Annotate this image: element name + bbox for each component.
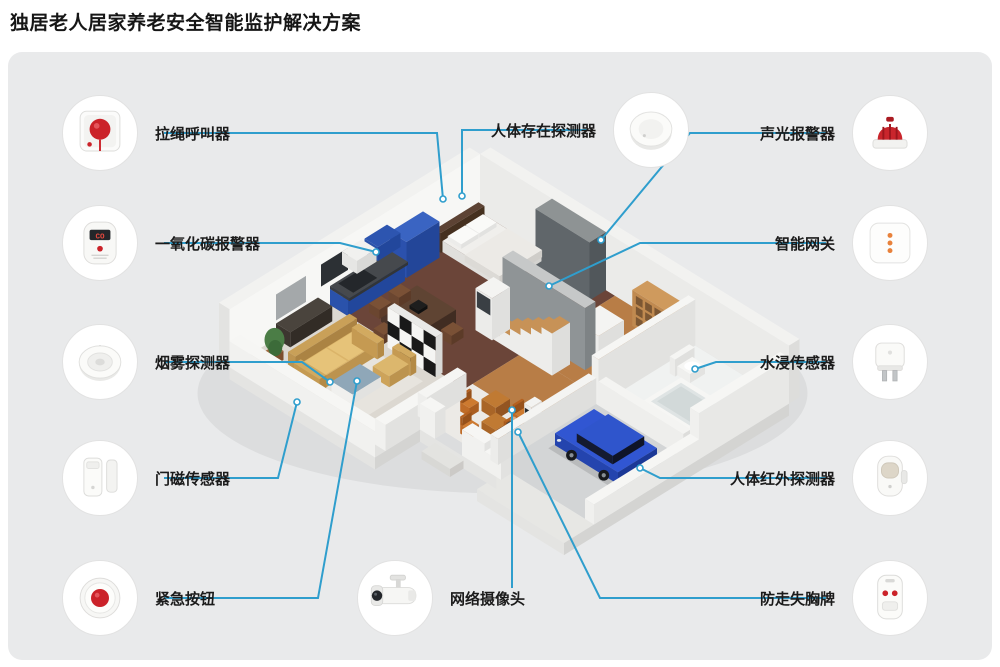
device-pir-detector: 人体红外探测器: [730, 440, 928, 516]
sound-light-alarm-icon: [872, 116, 908, 149]
device-smart-gateway: 智能网关: [775, 205, 928, 281]
device-label-anti-loss-badge: 防走失胸牌: [759, 590, 835, 608]
svg-text:CO: CO: [95, 233, 105, 241]
device-circle-smoke-detector: [62, 324, 138, 400]
device-label-pull-cord-caller: 拉绳呼叫器: [155, 125, 231, 143]
device-circle-smart-gateway: [852, 205, 928, 281]
device-label-sound-light-alarm: 声光报警器: [759, 125, 835, 143]
smart-gateway-icon: [869, 222, 911, 264]
device-circle-pir-detector: [852, 440, 928, 516]
device-presence-detector: 人体存在探测器: [491, 92, 689, 168]
device-circle-pull-cord-caller: [62, 95, 138, 171]
device-smoke-detector: 烟雾探测器: [62, 324, 230, 400]
device-circle-door-sensor: [62, 440, 138, 516]
device-network-camera: 网络摄像头: [357, 560, 525, 636]
device-circle-co-alarm: CO: [62, 205, 138, 281]
device-circle-anti-loss-badge: [852, 560, 928, 636]
device-label-presence-detector: 人体存在探测器: [490, 122, 596, 140]
device-label-emergency-button: 紧急按钮: [155, 590, 216, 608]
water-leak-sensor-icon: [875, 342, 905, 382]
co-alarm-icon: CO: [83, 221, 117, 265]
emergency-button-icon: [79, 577, 121, 619]
pir-detector-icon: [877, 455, 908, 497]
page-title: 独居老人居家养老安全智能监护解决方案: [10, 13, 362, 34]
device-co-alarm: CO 一氧化碳报警器: [62, 205, 260, 281]
device-sound-light-alarm: 声光报警器: [760, 95, 928, 171]
device-label-co-alarm: 一氧化碳报警器: [155, 235, 261, 253]
device-circle-emergency-button: [62, 560, 138, 636]
device-circle-network-camera: [357, 560, 433, 636]
pull-cord-caller-icon: [79, 110, 121, 152]
device-anti-loss-badge: 防走失胸牌: [760, 560, 928, 636]
network-camera-icon: [370, 574, 417, 607]
device-circle-presence-detector: [613, 92, 689, 168]
smoke-detector-icon: [78, 344, 122, 381]
device-emergency-button: 紧急按钮: [62, 560, 215, 636]
device-door-sensor: 门磁传感器: [62, 440, 230, 516]
device-label-smart-gateway: 智能网关: [774, 235, 835, 253]
device-circle-sound-light-alarm: [852, 95, 928, 171]
device-label-smoke-detector: 烟雾探测器: [155, 354, 231, 372]
device-water-leak-sensor: 水浸传感器: [760, 324, 928, 400]
device-label-pir-detector: 人体红外探测器: [729, 470, 835, 488]
device-circle-water-leak-sensor: [852, 324, 928, 400]
device-pull-cord-caller: 拉绳呼叫器: [62, 95, 230, 171]
device-label-water-leak-sensor: 水浸传感器: [759, 354, 835, 372]
device-label-door-sensor: 门磁传感器: [155, 470, 231, 488]
anti-loss-badge-icon: [877, 574, 903, 620]
door-sensor-icon: [83, 457, 118, 497]
presence-detector-icon: [629, 111, 673, 150]
device-label-network-camera: 网络摄像头: [450, 590, 526, 608]
